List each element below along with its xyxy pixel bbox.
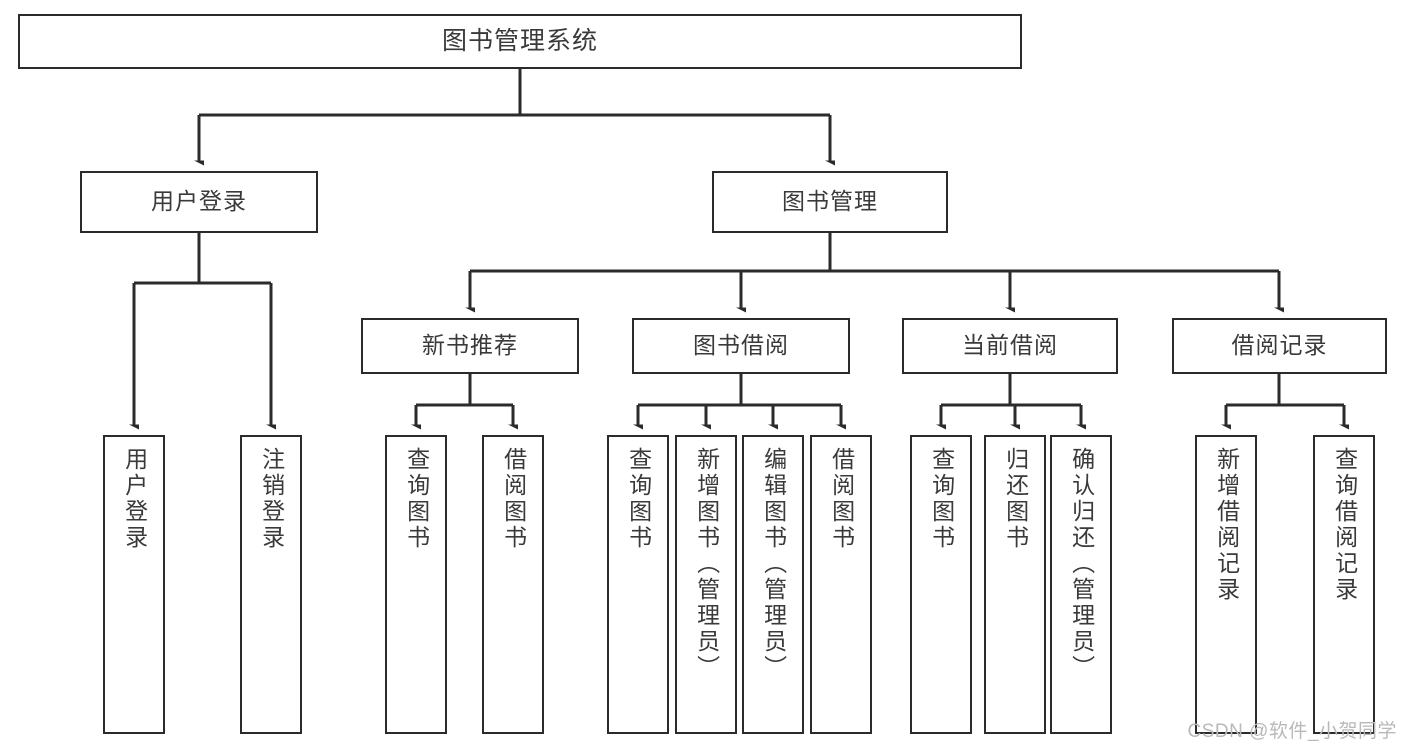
leaf-borrow-book-recommend-label: 借阅图书: [500, 447, 527, 551]
node-borrow-record[interactable]: 借阅记录: [1172, 318, 1387, 374]
node-new-book-recommend[interactable]: 新书推荐: [361, 318, 579, 374]
leaf-query-book-current-label: 查询图书: [928, 447, 955, 551]
leaf-edit-book-admin[interactable]: 编辑图书（管理员）: [742, 435, 804, 734]
leaf-query-book-current[interactable]: 查询图书: [910, 435, 972, 734]
node-book-borrow-label: 图书借阅: [693, 332, 789, 359]
leaf-confirm-return-admin[interactable]: 确认归还（管理员）: [1050, 435, 1112, 734]
node-book-manage-label: 图书管理: [782, 188, 878, 215]
leaf-borrow-book-recommend[interactable]: 借阅图书: [482, 435, 544, 734]
leaf-add-borrow-record[interactable]: 新增借阅记录: [1195, 435, 1257, 734]
leaf-query-book-recommend-label: 查询图书: [403, 447, 430, 551]
leaf-user-login[interactable]: 用户登录: [103, 435, 165, 734]
leaf-query-borrow-record-label: 查询借阅记录: [1331, 447, 1358, 603]
leaf-confirm-return-admin-label: 确认归还（管理员）: [1068, 447, 1095, 681]
node-root-label: 图书管理系统: [441, 26, 598, 55]
leaf-return-book-label: 归还图书: [1002, 447, 1029, 551]
node-user-login[interactable]: 用户登录: [80, 171, 318, 233]
leaf-borrow-book[interactable]: 借阅图书: [810, 435, 872, 734]
node-borrow-record-label: 借阅记录: [1231, 332, 1328, 359]
leaf-user-login-label: 用户登录: [121, 447, 148, 551]
node-user-login-label: 用户登录: [151, 188, 247, 215]
leaf-logout-login-label: 注销登录: [258, 447, 285, 551]
node-current-borrow-label: 当前借阅: [962, 332, 1058, 359]
leaf-edit-book-admin-label: 编辑图书（管理员）: [760, 447, 787, 681]
leaf-query-book-recommend[interactable]: 查询图书: [385, 435, 447, 734]
leaf-query-book-borrow-label: 查询图书: [625, 447, 652, 551]
leaf-logout-login[interactable]: 注销登录: [240, 435, 302, 734]
leaf-return-book[interactable]: 归还图书: [984, 435, 1046, 734]
leaf-query-borrow-record[interactable]: 查询借阅记录: [1313, 435, 1375, 734]
node-book-manage[interactable]: 图书管理: [712, 171, 948, 233]
node-current-borrow[interactable]: 当前借阅: [902, 318, 1118, 374]
leaf-query-book-borrow[interactable]: 查询图书: [607, 435, 669, 734]
csdn-watermark: CSDN @软件_小贺同学: [1187, 721, 1397, 742]
node-new-book-recommend-label: 新书推荐: [422, 332, 518, 359]
leaf-add-borrow-record-label: 新增借阅记录: [1213, 447, 1240, 603]
leaf-borrow-book-label: 借阅图书: [828, 447, 855, 551]
leaf-add-book-admin-label: 新增图书（管理员）: [693, 447, 720, 681]
node-root[interactable]: 图书管理系统: [18, 14, 1022, 69]
leaf-add-book-admin[interactable]: 新增图书（管理员）: [675, 435, 737, 734]
node-book-borrow[interactable]: 图书借阅: [632, 318, 850, 374]
